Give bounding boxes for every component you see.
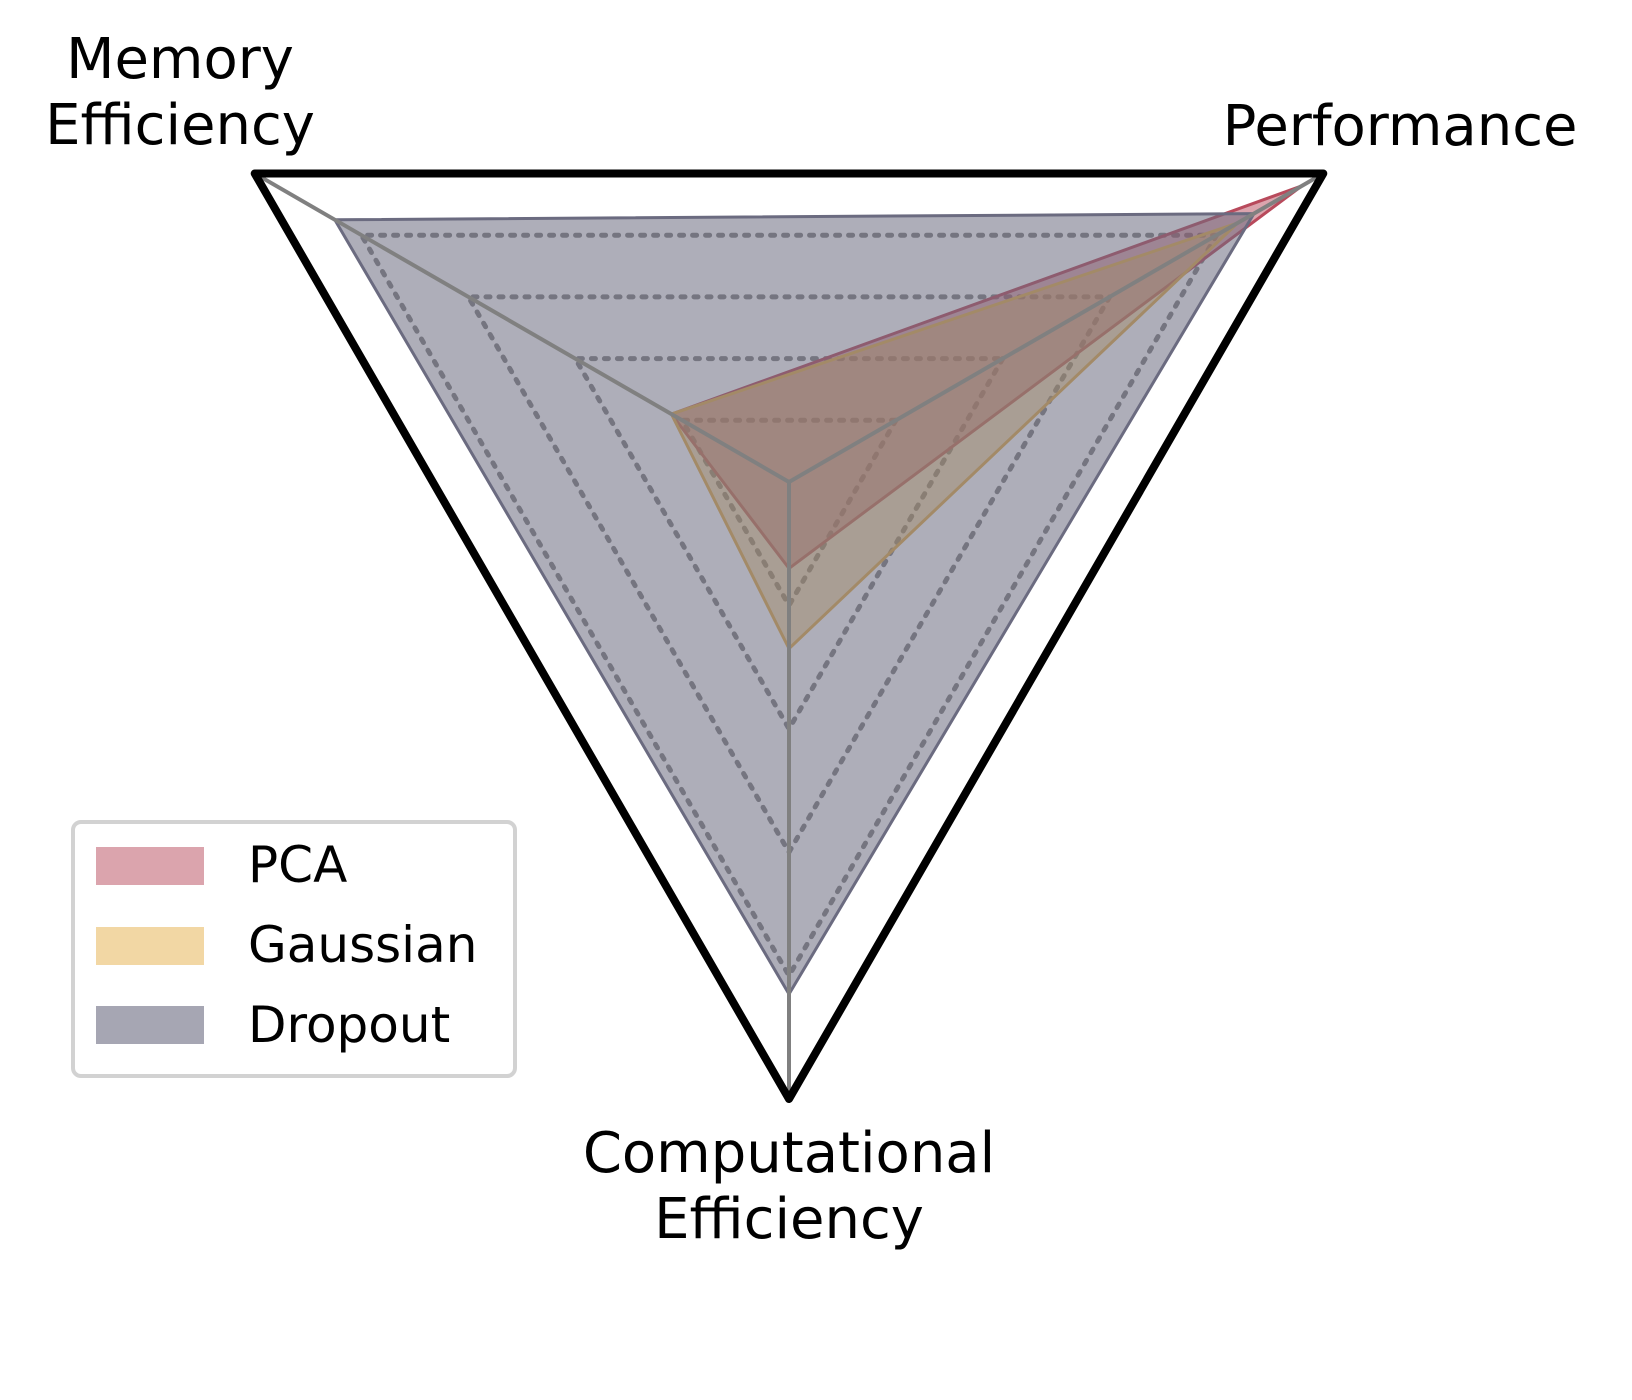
axis-label-line: Memory (66, 27, 294, 92)
legend-label-pca: PCA (248, 836, 347, 894)
legend-swatch-pca (96, 847, 204, 885)
axis-label-line: Efficiency (45, 93, 315, 158)
legend-swatch-dropout (96, 1006, 204, 1044)
legend: PCA Gaussian Dropout (71, 820, 517, 1078)
frame-layer (250, 169, 1328, 1103)
outer-frame (250, 169, 1328, 1103)
legend-label-dropout: Dropout (248, 996, 450, 1054)
legend-label-gaussian: Gaussian (248, 916, 477, 974)
series-layer (333, 184, 1304, 996)
axis-label-performance: Performance (1223, 94, 1578, 159)
spoke-memory-efficiency (253, 171, 791, 484)
axis-label-line: Performance (1223, 94, 1578, 159)
axis-label-line: Computational (583, 1121, 995, 1186)
axis-label-line: Efficiency (654, 1187, 924, 1252)
spoke-performance (787, 171, 1325, 484)
series-polygon-dropout (333, 212, 1256, 996)
legend-swatch-gaussian (96, 927, 204, 965)
